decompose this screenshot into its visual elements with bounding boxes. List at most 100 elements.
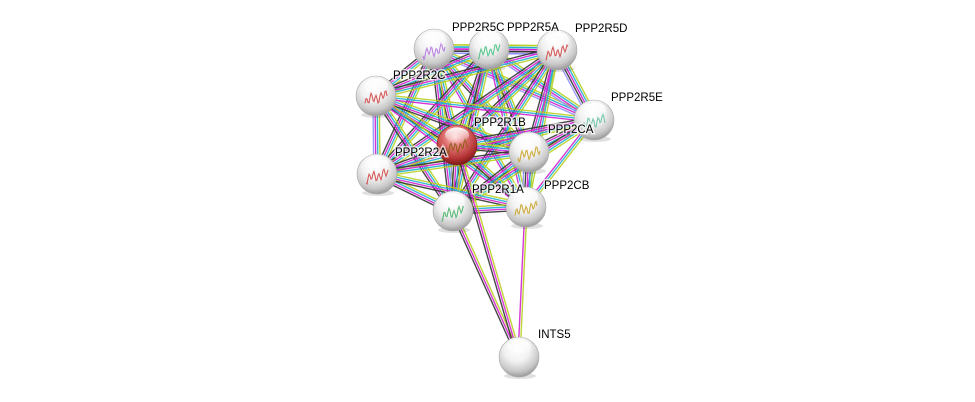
node-label-halo: PPP2R1B (474, 117, 526, 129)
node-ppp2r1b[interactable] (436, 124, 478, 167)
node-label-halo: PPP2R5A (507, 22, 559, 34)
edge-evidence-textmining (527, 50, 560, 208)
protein-structure-icon (364, 90, 388, 105)
node-label-ppp2r1b[interactable]: PPP2R1B (474, 117, 526, 129)
edge-evidence-coexpression (450, 211, 518, 359)
edge-evidence-textmining (376, 51, 491, 100)
node-label-ppp2ca[interactable]: PPP2CA (548, 124, 594, 136)
node-ppp2r1a[interactable] (432, 190, 474, 233)
edge-ppp2r5d-ppp2r2c[interactable] (375, 46, 558, 100)
edge-evidence-textmining (519, 207, 528, 358)
edge-evidence-textmining (376, 93, 595, 119)
node-highlight (365, 156, 389, 172)
edge-evidence-textmining (376, 52, 558, 100)
node-label-ppp2r5e[interactable]: PPP2R5E (611, 92, 663, 104)
edge-evidence-experiments (375, 97, 594, 123)
node-highlight (364, 78, 388, 94)
edge-evidence-databases (376, 49, 490, 98)
node-label-ppp2r5d[interactable]: PPP2R5D (575, 23, 627, 35)
edge-evidence-textmining (377, 170, 527, 205)
protein-structure-icon (365, 167, 389, 185)
edge-ppp2r2c-ppp2r5e[interactable] (375, 93, 595, 123)
edge-evidence-textmining (490, 48, 529, 207)
edge-evidence-coexpression (456, 116, 594, 143)
edge-evidence-experiments (517, 206, 526, 357)
node-label-halo: PPP2R5C (452, 22, 504, 34)
node-highlight (507, 339, 531, 355)
node-label-ppp2r5c[interactable]: PPP2R5C (452, 22, 504, 34)
edge-evidence-coexpression (374, 45, 489, 94)
node-label-halo: INTS5 (538, 329, 571, 341)
edge-layer (372, 44, 599, 359)
edge-evidence-coexpression (375, 46, 557, 94)
edge-evidence-coexpression (374, 46, 556, 172)
node-label-ppp2r2c[interactable]: PPP2R2C (393, 70, 445, 82)
node-ppp2r5d[interactable] (536, 29, 578, 72)
node-ppp2r5e[interactable] (573, 99, 615, 142)
edge-evidence-databases (377, 49, 436, 175)
node-label-ppp2r2a[interactable]: PPP2R2A (395, 147, 447, 159)
edge-evidence-experiments (376, 48, 557, 174)
edge-evidence-coexpression (374, 46, 488, 173)
edge-evidence-coexpression (430, 49, 451, 212)
edge-evidence-textmining (434, 45, 596, 118)
edge-evidence-experiments (451, 49, 557, 211)
node-highlight (545, 32, 569, 48)
edge-evidence-databases (377, 172, 527, 207)
node-ppp2r2a[interactable] (356, 153, 398, 196)
edge-evidence-coexpression (454, 145, 518, 358)
edge-ppp2r5a-ppp2r2c[interactable] (374, 45, 491, 100)
edge-evidence-experiments (375, 48, 434, 174)
edge-evidence-textmining (377, 154, 530, 178)
edge-evidence-homology (486, 51, 593, 124)
edge-evidence-experiments (375, 47, 489, 96)
edge-evidence-textmining (490, 45, 597, 118)
node-ppp2r5c[interactable] (413, 28, 455, 71)
node-label-halo: PPP2R2C (393, 70, 445, 82)
edge-ppp2r1b-ints5[interactable] (454, 144, 522, 358)
edge-evidence-databases (377, 50, 558, 176)
node-label-ppp2cb[interactable]: PPP2CB (544, 180, 590, 192)
node-label-halo: PPP2CA (548, 124, 594, 136)
protein-structure-icon (477, 44, 501, 60)
node-highlight (514, 189, 538, 205)
protein-structure-icon (514, 200, 538, 216)
edge-ppp2r5d-ppp2r2a[interactable] (374, 46, 560, 178)
node-ppp2ca[interactable] (508, 131, 550, 174)
edge-evidence-experiments (452, 210, 520, 358)
protein-structure-icon (441, 204, 465, 222)
node-highlight (445, 127, 469, 143)
node-label-halo: PPP2R2A (395, 147, 447, 159)
node-label-halo: PPP2R5E (611, 92, 663, 104)
node-ppp2r2c[interactable] (355, 75, 397, 118)
node-ppp2cb[interactable] (505, 186, 547, 229)
node-label-ppp2r1a[interactable]: PPP2R1A (472, 184, 524, 196)
edge-evidence-databases (376, 50, 558, 98)
edge-ppp2cb-ints5[interactable] (517, 206, 528, 358)
edge-evidence-experiments (375, 48, 557, 96)
node-label-ints5[interactable]: INTS5 (538, 329, 571, 341)
node-highlight (441, 193, 465, 209)
node-label-halo: PPP2R5D (575, 23, 627, 35)
node-highlight (582, 102, 606, 118)
node-label-halo: PPP2R1A (472, 184, 524, 196)
edge-evidence-experiments (374, 96, 453, 212)
node-layer (355, 28, 615, 379)
protein-structure-icon (445, 137, 469, 156)
edge-evidence-textmining (458, 144, 522, 357)
node-label-halo: PPP2CB (544, 180, 590, 192)
node-highlight (422, 31, 446, 47)
edge-evidence-coexpression (372, 97, 451, 214)
edge-evidence-databases (375, 95, 595, 121)
protein-structure-icon (545, 43, 569, 61)
node-ints5[interactable] (498, 336, 540, 379)
edge-evidence-databases (457, 50, 559, 147)
node-highlight (477, 31, 501, 47)
node-ppp2r5a[interactable] (468, 28, 510, 71)
node-highlight (517, 134, 541, 150)
edge-evidence-textmining (378, 52, 560, 178)
edge-evidence-experiments (456, 144, 520, 358)
node-label-ppp2r5a[interactable]: PPP2R5A (507, 22, 559, 34)
